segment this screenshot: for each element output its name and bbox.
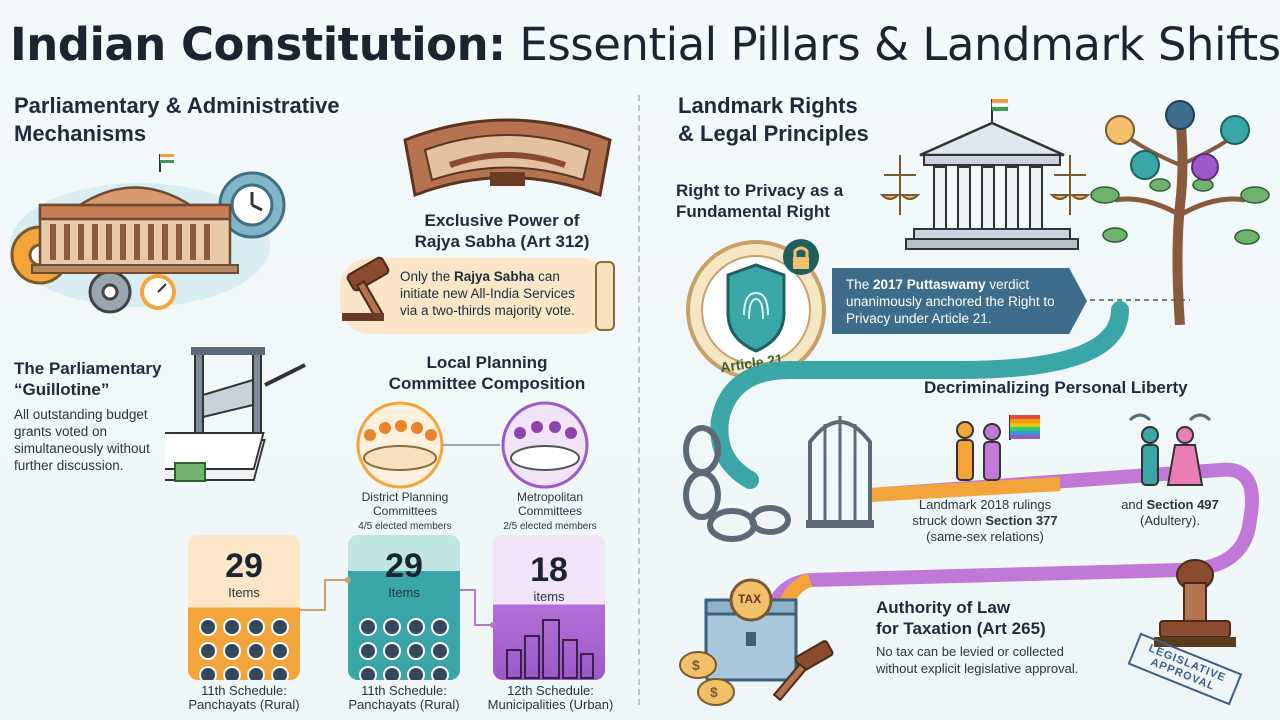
- gavel-icon: [342, 256, 390, 321]
- schedule-card-1: 29 Items: [188, 535, 300, 680]
- hand-icon: [1220, 115, 1250, 145]
- privacy-badge: [686, 239, 826, 380]
- gear-icon: [218, 171, 286, 239]
- card-connectors: [300, 577, 496, 628]
- taxation-description: No tax can be levied or collected withou…: [876, 644, 1079, 676]
- privacy-title: Right to Privacy as a Fundamental Right: [676, 181, 844, 221]
- gauge-icon: [140, 274, 176, 310]
- dollar-icon: $: [692, 657, 700, 673]
- scales-icon: [1105, 115, 1135, 145]
- liberty-title: Decriminalizing Personal Liberty: [924, 378, 1188, 397]
- section-377-text: Landmark 2018 rulings struck down Sectio…: [912, 497, 1058, 544]
- tax-box-illustration: $ $: [679, 578, 834, 706]
- taxation-title: Authority of Law for Taxation (Art 265): [876, 598, 1046, 638]
- guillotine-illustration: [165, 347, 306, 482]
- lock-icon: [1191, 153, 1219, 181]
- right-section-heading: Landmark Rights & Legal Principles: [678, 93, 869, 146]
- rajya-sabha-chamber-illustration: [403, 118, 612, 198]
- page-title: Indian Constitution: Essential Pillars &…: [10, 18, 1280, 71]
- couple-icon: [1128, 413, 1212, 486]
- guillotine-description: All outstanding budget grants voted on s…: [14, 407, 150, 473]
- broken-chain-icon: [683, 425, 791, 542]
- section-497-text: and Section 497 (Adultery).: [1121, 497, 1219, 528]
- puttaswamy-banner: The 2017 Puttaswamy verdict unanimously …: [832, 268, 1087, 334]
- rajya-sabha-title: Exclusive Power of Rajya Sabha (Art 312): [414, 211, 590, 251]
- guillotine-title: The Parliamentary “Guillotine”: [14, 359, 162, 399]
- open-cage-icon: [806, 416, 874, 528]
- stamp-icon: [1154, 559, 1236, 647]
- gear-icon: [88, 270, 132, 314]
- card-caption-3: 12th Schedule:Municipalities (Urban): [487, 683, 614, 712]
- hand-icon: [1165, 100, 1195, 130]
- schedule-card-3: 18 items: [493, 535, 605, 680]
- rights-tree-illustration: [1090, 100, 1270, 325]
- scroll-icon: [595, 261, 615, 331]
- committee-illustration: [356, 401, 589, 489]
- same-sex-couple-icon: [956, 415, 1040, 481]
- metropolitan-committee: Metropolitan Committees 2/5 elected memb…: [503, 490, 597, 532]
- city-skyline-icon: [506, 619, 594, 679]
- card-caption-1: 11th Schedule:Panchayats (Rural): [188, 683, 300, 712]
- tax-coin-label: TAX: [738, 592, 762, 606]
- parliament-illustration: [10, 154, 286, 314]
- dollar-icon: $: [710, 684, 718, 700]
- district-committee: District Planning Committees 4/5 elected…: [358, 490, 452, 532]
- lock-icon: [783, 239, 819, 275]
- column-divider: [638, 95, 640, 705]
- gavel-icon: [772, 640, 834, 702]
- card-caption-2: 11th Schedule:Panchayats (Rural): [348, 683, 460, 712]
- schedule-card-2: 29 Items: [348, 535, 460, 680]
- shield-icon: [1130, 150, 1160, 180]
- banner-dashed-line: [1090, 299, 1190, 301]
- planning-title: Local Planning Committee Composition: [388, 353, 586, 393]
- left-section-heading: Parliamentary & Administrative Mechanism…: [14, 93, 340, 146]
- supreme-court-illustration: [880, 99, 1090, 250]
